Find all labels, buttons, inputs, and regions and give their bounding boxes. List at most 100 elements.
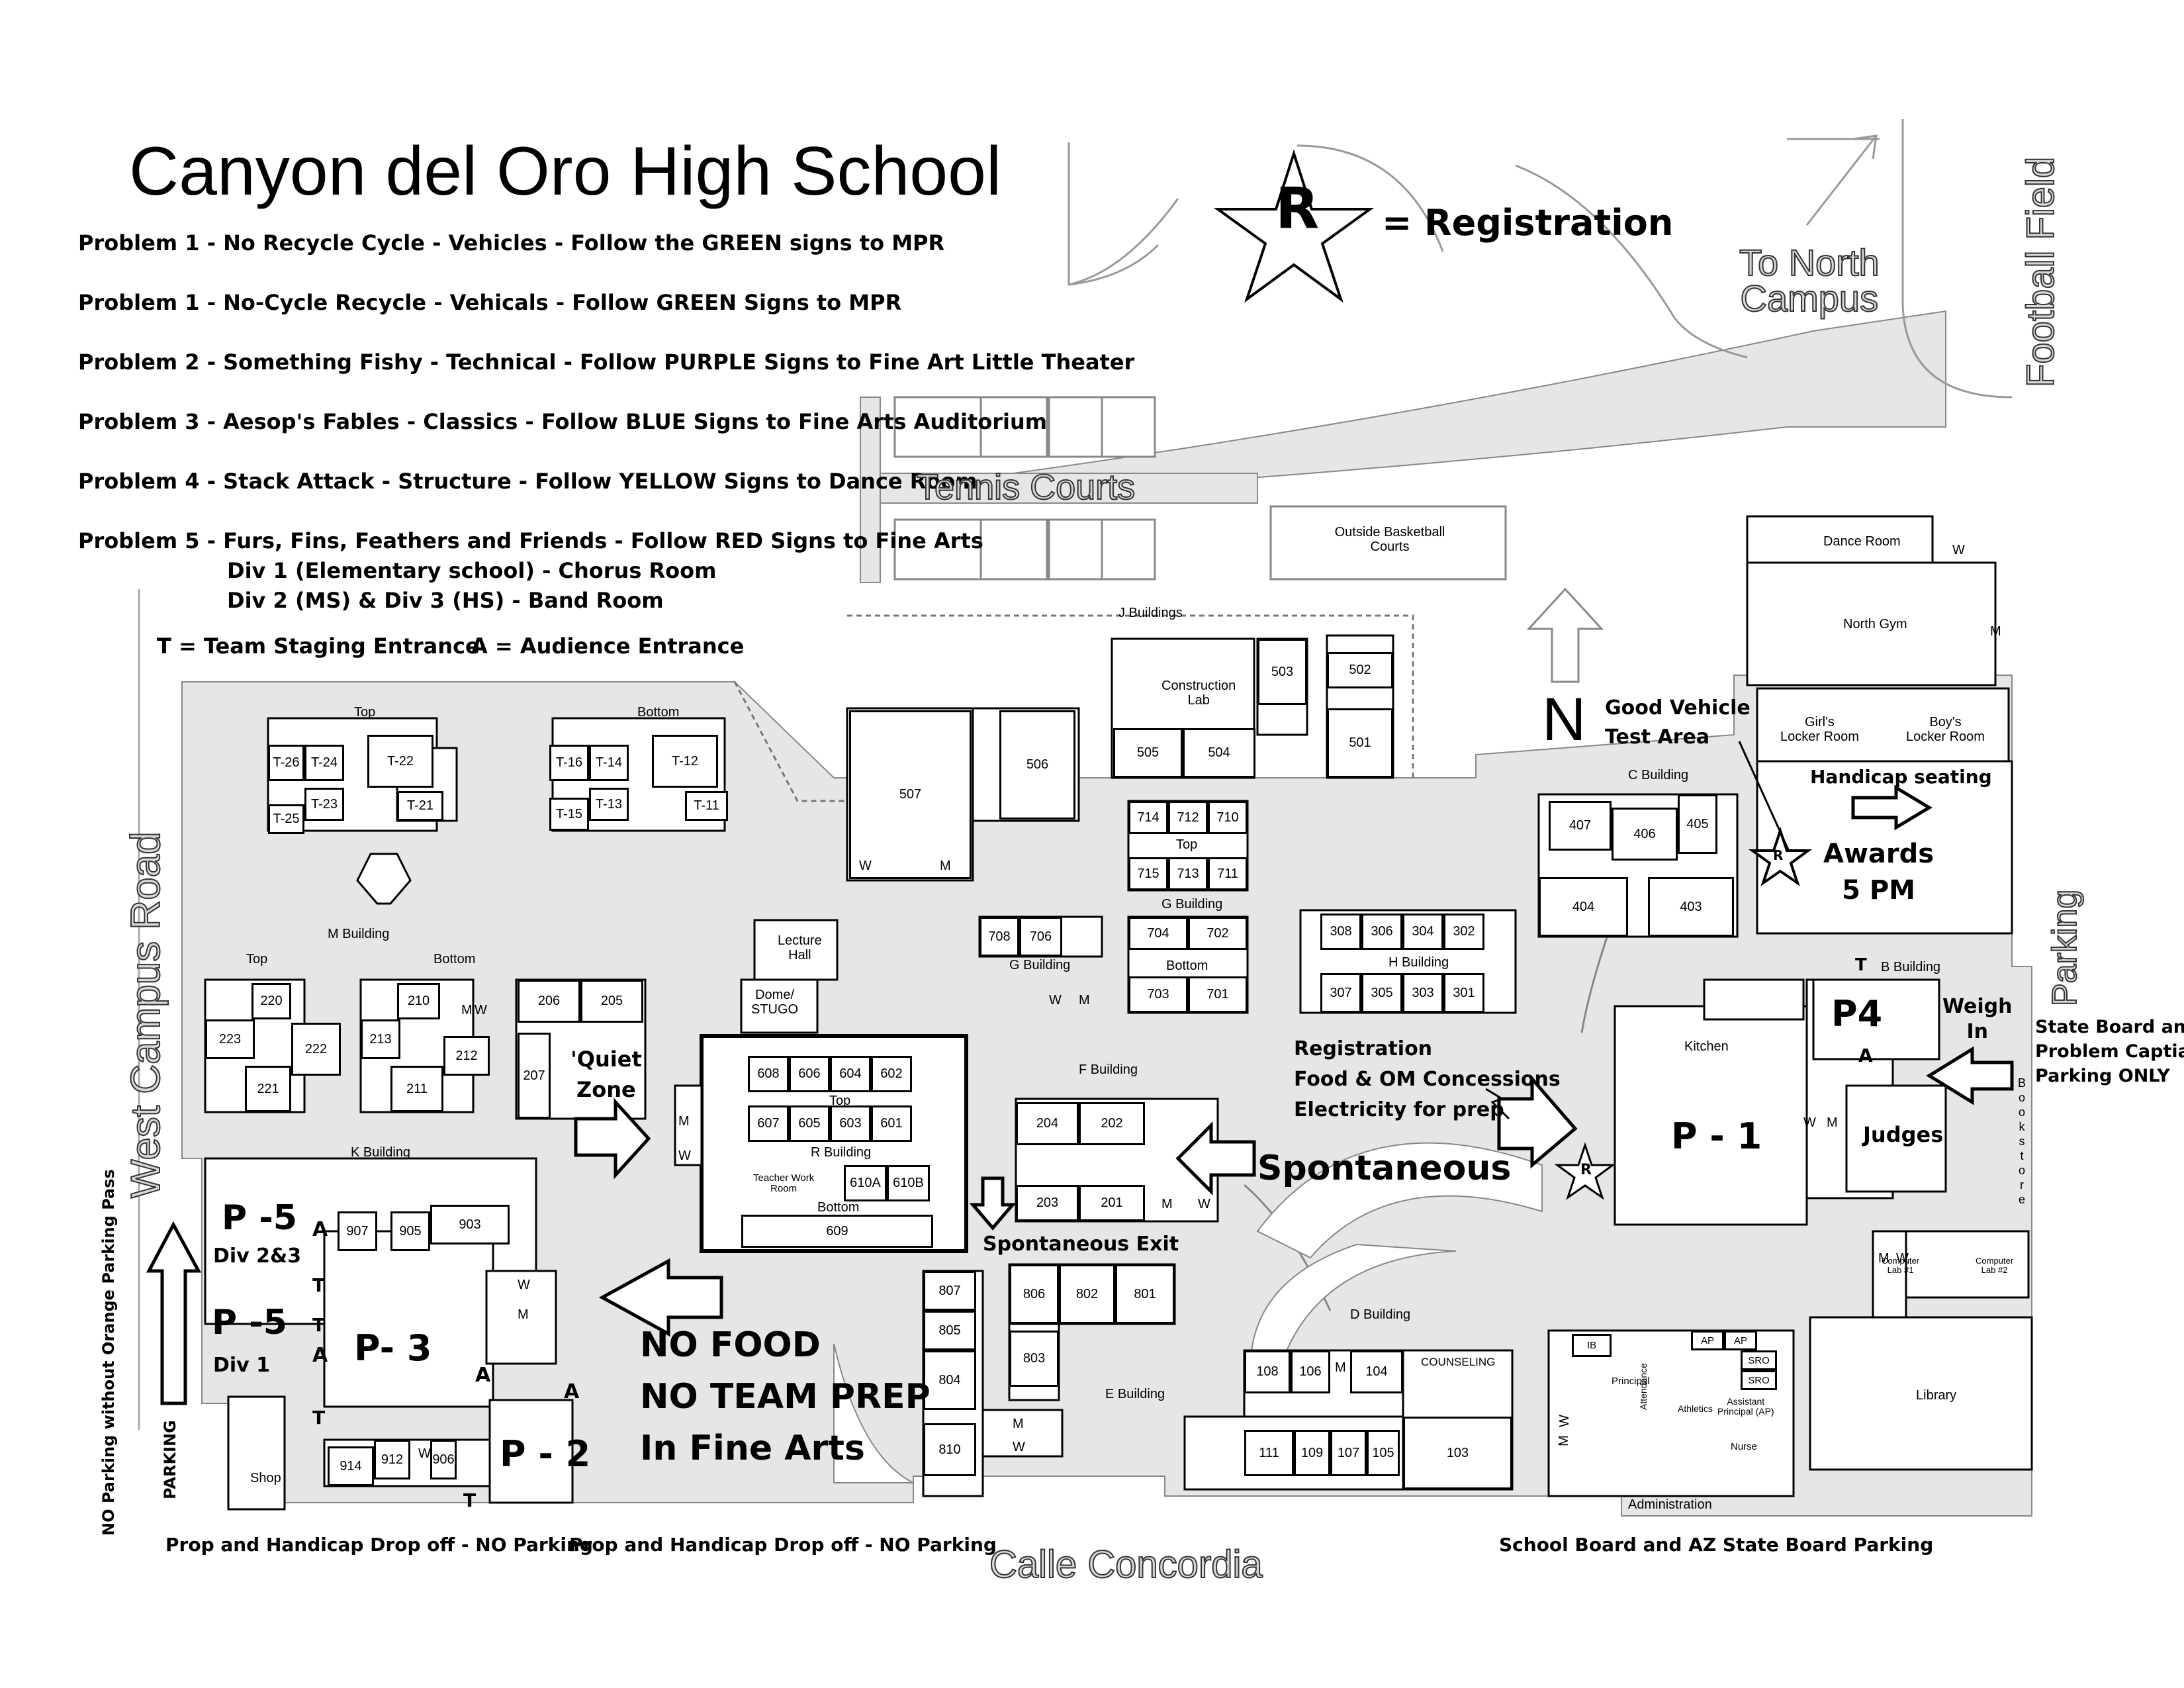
p4-zone: P4	[1831, 993, 1883, 1035]
g-building-label: G Building	[1161, 897, 1223, 912]
teacher-line-2: Room	[770, 1183, 797, 1194]
outside-basketball-courts	[1269, 505, 1507, 581]
computer-lab-1-label: Computer Lab #1	[1882, 1256, 1919, 1275]
bookstore-label: B o o k s t o r e	[2015, 1076, 2028, 1207]
room: 306	[1361, 914, 1402, 950]
room: 801	[1115, 1264, 1175, 1324]
lab2-line-1: Computer	[1976, 1256, 2014, 1266]
room: 702	[1188, 917, 1248, 950]
room: 503	[1257, 639, 1307, 705]
room: 211	[390, 1066, 443, 1112]
lab2-line-2: Lab #2	[1981, 1265, 2008, 1275]
room: 714	[1128, 801, 1168, 834]
room: 307	[1320, 973, 1361, 1013]
boys-line-2: Locker Room	[1906, 729, 1985, 744]
lightning-icon	[1485, 1088, 1510, 1120]
room: 601	[871, 1105, 912, 1142]
boys-line-1: Boy's	[1929, 715, 1962, 729]
room: 903	[430, 1205, 510, 1244]
awards-label: Awards 5 PM	[1823, 836, 1934, 909]
legend-div1: Div 1 (Elementary school) - Chorus Room	[227, 558, 717, 583]
restroom-marker: M	[1079, 993, 1090, 1008]
quiet-line-1: 'Quiet	[570, 1047, 642, 1072]
room: 710	[1208, 801, 1248, 834]
restroom-marker: W	[1013, 1440, 1025, 1454]
handicap-arrow-icon	[1851, 784, 1933, 831]
room: 223	[205, 1019, 255, 1059]
room: 610B	[887, 1165, 930, 1201]
room: 803	[1009, 1331, 1059, 1387]
p2-zone: P - 2	[500, 1433, 591, 1475]
awards-line-1: Awards	[1823, 839, 1934, 869]
restroom-marker: M	[1878, 1251, 1889, 1266]
room: 807	[923, 1271, 976, 1311]
registration-note: Registration Food & OM Concessions Elect…	[1294, 1034, 1561, 1125]
nurse-label: Nurse	[1731, 1441, 1758, 1452]
legend-problem-1b: Problem 1 - No-Cycle Recycle - Vehicals …	[78, 290, 902, 315]
no-food-line-2: NO TEAM PREP	[640, 1377, 931, 1417]
north-indicator: N	[1542, 686, 1586, 753]
room: 905	[390, 1211, 430, 1251]
weigh-in-label: Weigh In	[1942, 994, 2012, 1045]
g-bottom-label: Bottom	[1166, 959, 1208, 973]
room: 104	[1350, 1350, 1403, 1393]
lecture-line-1: Lecture	[778, 933, 822, 948]
room: 607	[748, 1105, 789, 1142]
good-vehicle-line-2: Test Area	[1605, 726, 1710, 749]
reg-note-line-1: Registration	[1294, 1037, 1433, 1060]
team-entrance-marker: T	[312, 1407, 326, 1429]
room: 106	[1291, 1350, 1330, 1393]
room: 505	[1113, 728, 1183, 778]
attendance-label: Attendance	[1638, 1363, 1649, 1410]
restroom-marker: W	[1952, 543, 1965, 557]
room: 610A	[844, 1165, 887, 1201]
room: T-21	[397, 791, 443, 821]
room: 207	[518, 1033, 551, 1119]
room: 504	[1183, 728, 1255, 778]
lecture-line-2: Hall	[788, 948, 811, 962]
room: 805	[923, 1311, 976, 1350]
outside-basketball-label: Outside Basketball Courts	[1314, 525, 1466, 554]
restroom-marker: M	[1013, 1417, 1024, 1431]
girls-locker-label: Girl's Locker Room	[1780, 715, 1859, 744]
state-board-line-2: Problem Captian	[2035, 1041, 2184, 1062]
room: 604	[830, 1056, 871, 1092]
restroom-marker: W	[1803, 1115, 1816, 1130]
drop-off-note-1: Prop and Handicap Drop off - NO Parking	[165, 1534, 593, 1556]
p5-div1-label: Div 1	[213, 1354, 271, 1377]
dome-line-1: Dome/	[755, 988, 795, 1002]
quiet-line-2: Zone	[576, 1077, 636, 1102]
legend-div23: Div 2 (MS) & Div 3 (HS) - Band Room	[227, 588, 664, 613]
no-food-line-3: In Fine Arts	[640, 1429, 865, 1468]
north-curve-3	[1297, 144, 1444, 252]
state-board-parking: State Board and Problem Captian Parking …	[2035, 1015, 2184, 1088]
m-top-label: Top	[246, 952, 268, 966]
parking-west-label: PARKING	[161, 1420, 179, 1499]
judges-label: Judges	[1863, 1122, 1944, 1147]
bookstore-letter: r	[2020, 1178, 2024, 1192]
room: 715	[1128, 857, 1168, 890]
reg-note-line-2: Food & OM Concessions	[1294, 1068, 1561, 1091]
registration-star-icon	[1213, 149, 1375, 303]
room: 205	[580, 980, 643, 1023]
restroom-marker: W	[1557, 1415, 1572, 1427]
awards-registration-marker: R	[1773, 847, 1784, 863]
north-curve-2	[1068, 198, 1179, 286]
quiet-zone-arrow-icon	[574, 1098, 651, 1180]
legend-audience-entrance: A = Audience Entrance	[471, 633, 745, 659]
room: 405	[1678, 794, 1717, 854]
room: 501	[1327, 708, 1393, 778]
room: 703	[1128, 976, 1188, 1013]
basketball-line-1: Outside Basketball	[1334, 525, 1445, 539]
room: 804	[923, 1350, 976, 1410]
boys-locker-label: Boy's Locker Room	[1906, 715, 1985, 744]
state-board-line-3: Parking ONLY	[2035, 1066, 2170, 1086]
registration-marker: R	[1580, 1162, 1592, 1178]
room: 305	[1361, 973, 1402, 1013]
room: 221	[245, 1066, 291, 1112]
j-buildings-outline	[733, 614, 1414, 802]
m-building-label: M Building	[328, 927, 390, 941]
restroom-marker: M	[678, 1114, 690, 1129]
street-calle-concordia: Calle Concordia	[989, 1542, 1263, 1587]
c-building-label: C Building	[1628, 768, 1689, 782]
